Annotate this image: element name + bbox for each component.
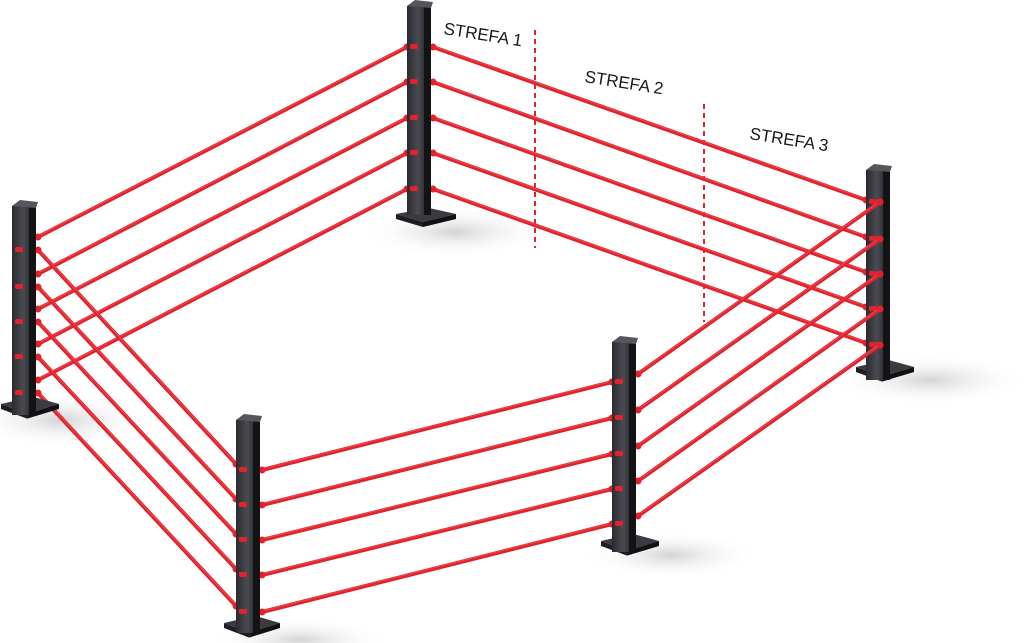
beam-emitter bbox=[34, 376, 42, 384]
beam-lens bbox=[869, 236, 877, 241]
beam-lens bbox=[869, 306, 877, 311]
laser-beam bbox=[634, 235, 884, 414]
beam-emitter bbox=[429, 149, 437, 157]
beams-front bbox=[34, 198, 884, 616]
beam-lens bbox=[615, 486, 623, 491]
beam-emitter bbox=[34, 389, 42, 397]
laser-beam bbox=[258, 520, 616, 616]
laser-beam bbox=[258, 378, 616, 474]
beam-lens bbox=[615, 521, 623, 526]
zone-label-3: STREFA 3 bbox=[748, 124, 829, 155]
beam-lens bbox=[410, 150, 418, 155]
beam-emitter bbox=[258, 466, 266, 474]
post-cap bbox=[236, 414, 262, 422]
laser-beam bbox=[34, 43, 411, 241]
beam-emitter bbox=[429, 185, 437, 193]
beam-emitter bbox=[634, 442, 642, 450]
post-cap bbox=[407, 0, 433, 8]
beam-emitter bbox=[634, 406, 642, 414]
beam-emitter bbox=[634, 370, 642, 378]
beam-lens bbox=[410, 115, 418, 120]
beam-lens bbox=[239, 572, 247, 577]
laser-beam bbox=[634, 341, 884, 520]
beam-lens bbox=[410, 44, 418, 49]
beam-lens bbox=[410, 79, 418, 84]
beam-lens bbox=[410, 186, 418, 191]
post-mid bbox=[601, 336, 659, 556]
beam-emitter bbox=[258, 536, 266, 544]
beam-emitter bbox=[34, 318, 42, 326]
beam-emitter bbox=[429, 43, 437, 51]
beam-lens bbox=[869, 342, 877, 347]
beam-emitter bbox=[258, 571, 266, 579]
laser-beam bbox=[634, 198, 884, 378]
zone-label-1: STREFA 1 bbox=[442, 19, 523, 50]
laser-beam bbox=[34, 283, 240, 503]
beam-emitter bbox=[258, 608, 266, 616]
laser-beam bbox=[634, 305, 884, 485]
beam-emitter bbox=[634, 477, 642, 485]
beam-lens bbox=[869, 199, 877, 204]
post-back bbox=[396, 0, 456, 227]
beam-emitter bbox=[429, 114, 437, 122]
beam-lens bbox=[615, 379, 623, 384]
zone-label-2: STREFA 2 bbox=[583, 67, 664, 98]
post-cap bbox=[612, 336, 638, 344]
beam-emitter bbox=[34, 305, 42, 313]
beam-lens bbox=[615, 451, 623, 456]
beam-lens bbox=[15, 354, 23, 359]
beam-receiver bbox=[876, 341, 884, 349]
laser-beam bbox=[34, 389, 240, 610]
laser-beam bbox=[258, 414, 616, 509]
beam-emitter bbox=[34, 340, 42, 348]
beam-receiver bbox=[876, 270, 884, 278]
beam-emitter bbox=[34, 283, 42, 291]
beam-lens bbox=[15, 319, 23, 324]
beam-emitter bbox=[34, 353, 42, 361]
beam-lens bbox=[239, 537, 247, 542]
beam-emitter bbox=[34, 270, 42, 278]
laser-beam bbox=[429, 43, 870, 204]
beam-receiver bbox=[876, 198, 884, 206]
post-cap bbox=[866, 164, 892, 172]
beam-lens bbox=[15, 284, 23, 289]
beam-emitter bbox=[34, 246, 42, 254]
beam-emitter bbox=[34, 233, 42, 241]
beam-lens bbox=[615, 415, 623, 420]
post-cap bbox=[12, 200, 38, 208]
laser-beam bbox=[429, 185, 870, 347]
post-left bbox=[1, 200, 59, 419]
beam-emitter bbox=[429, 78, 437, 86]
beam-lens bbox=[869, 271, 877, 276]
laser-beam bbox=[634, 270, 884, 450]
beam-receiver bbox=[876, 235, 884, 243]
laser-beam bbox=[258, 485, 616, 579]
beam-receiver bbox=[876, 305, 884, 313]
beam-lens bbox=[239, 609, 247, 614]
beams-back bbox=[34, 43, 870, 384]
laser-beam bbox=[34, 353, 240, 573]
beam-lens bbox=[239, 502, 247, 507]
post-front bbox=[224, 414, 280, 638]
beam-emitter bbox=[258, 501, 266, 509]
posts-front bbox=[1, 200, 659, 638]
beam-lens bbox=[15, 390, 23, 395]
laser-beam bbox=[258, 450, 616, 544]
beam-emitter bbox=[634, 512, 642, 520]
beam-lens bbox=[15, 247, 23, 252]
post-shadow bbox=[580, 531, 760, 579]
beam-lens bbox=[239, 467, 247, 472]
